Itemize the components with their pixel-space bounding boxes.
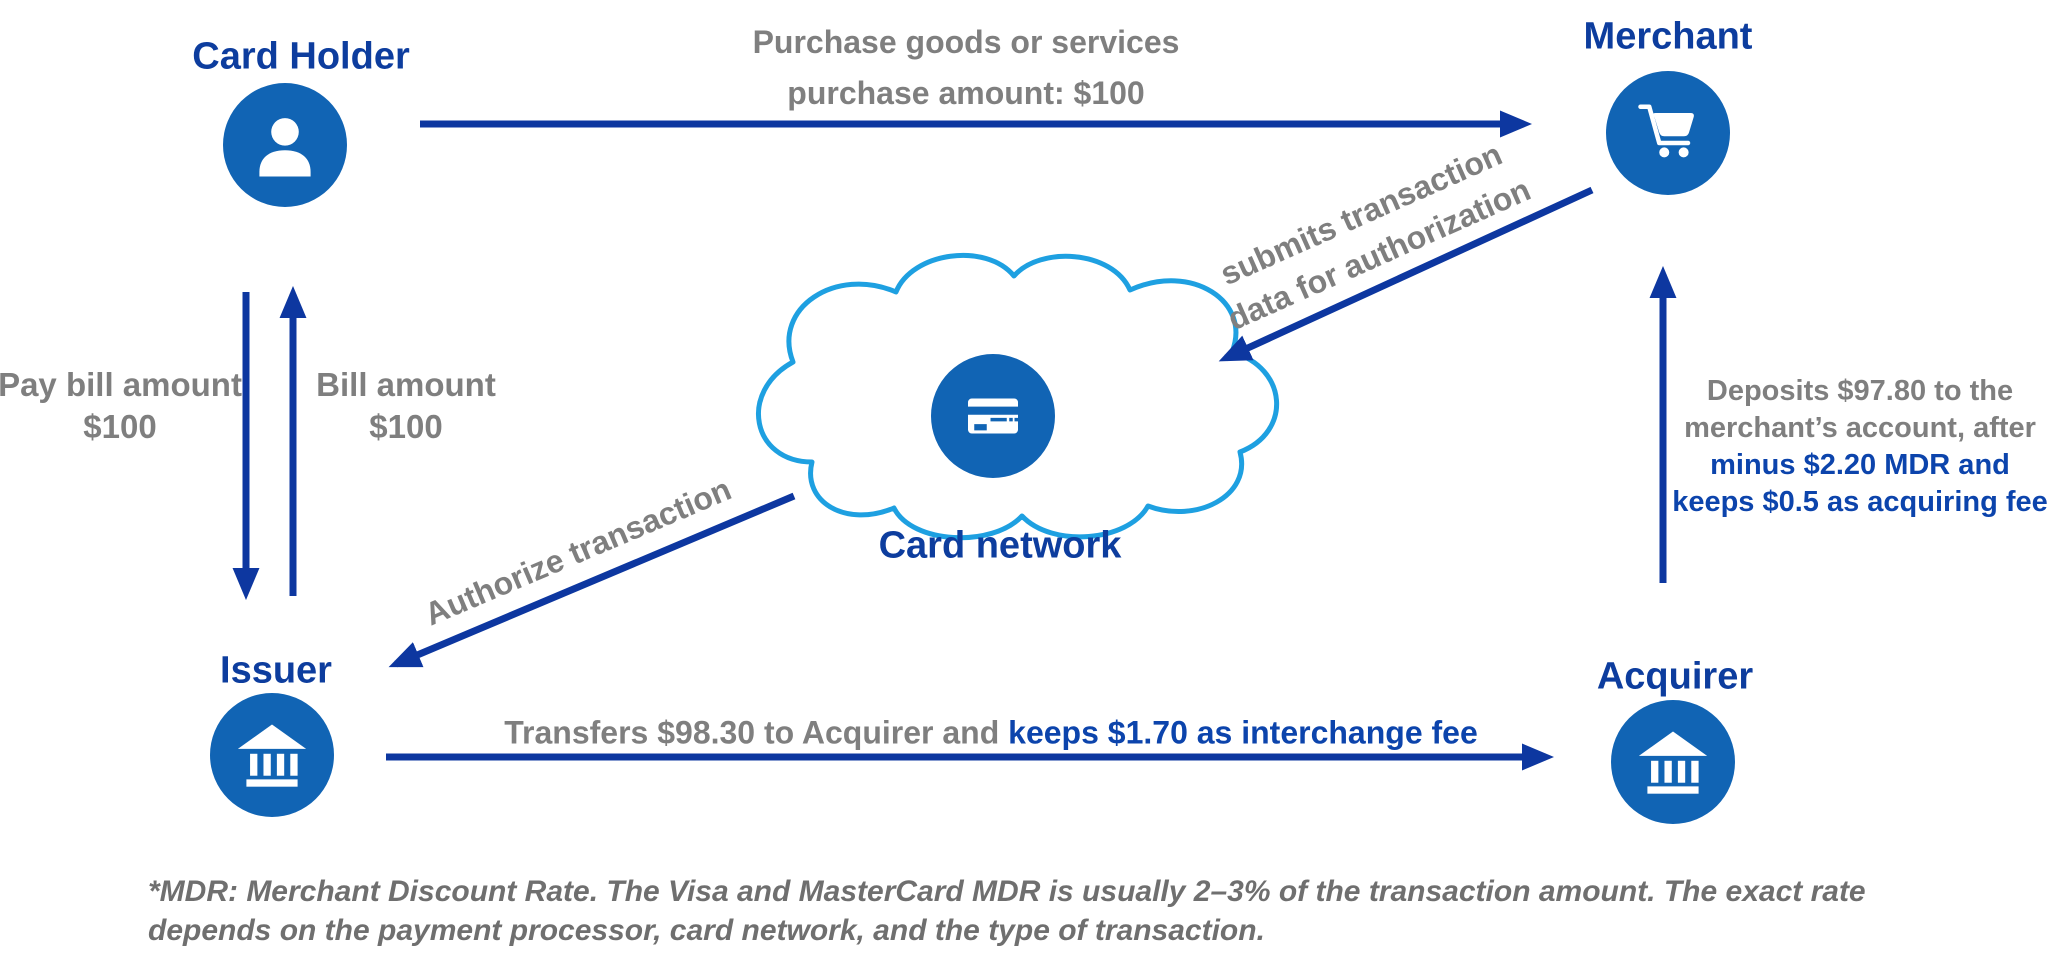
deposit-line1: Deposits $97.80 to the [1706, 375, 2014, 407]
authorize-arrow [388, 492, 796, 668]
pay-bill-annotation: Pay bill amount $100 [0, 364, 242, 448]
issuer-node [210, 693, 334, 817]
bill-line1: Bill amount [316, 366, 496, 403]
acquirer-label: Acquirer [1596, 655, 1754, 698]
card-network-node [931, 354, 1055, 478]
footnote-line1: *MDR: Merchant Discount Rate. The Visa a… [148, 875, 1866, 908]
purchase-line1: Purchase goods or services [752, 24, 1180, 60]
purchase-annotation: Purchase goods or services purchase amou… [753, 17, 1180, 119]
issuer-label: Issuer [220, 649, 332, 692]
bill-line2: $100 [369, 408, 443, 445]
bank-icon [1634, 723, 1712, 801]
merchant-node [1606, 71, 1730, 195]
person-icon [243, 103, 327, 187]
pay-bill-line1: Pay bill amount [0, 366, 242, 403]
merchant-label: Merchant [1583, 15, 1753, 58]
submit-transaction-arrow [1218, 186, 1594, 362]
transfer-annotation: Transfers $98.30 to Acquirer and keeps $… [504, 715, 1478, 752]
mdr-footnote: *MDR: Merchant Discount Rate. The Visa a… [148, 872, 1866, 950]
card-holder-node [223, 83, 347, 207]
footnote-line2: depends on the payment processor, card n… [148, 914, 1265, 947]
bank-icon [233, 716, 311, 794]
deposit-line3: minus $2.20 MDR and [1710, 449, 2010, 481]
credit-card-icon [953, 376, 1033, 456]
pay-bill-line2: $100 [83, 408, 157, 445]
card-network-label: Card network [878, 524, 1122, 567]
purchase-line2: purchase amount: $100 [787, 75, 1145, 111]
deposit-line4: keeps $0.5 as acquiring fee [1672, 486, 2048, 518]
deposit-annotation: Deposits $97.80 to the merchant’s accoun… [1672, 373, 2048, 521]
bill-annotation: Bill amount $100 [316, 364, 496, 448]
card-holder-label: Card Holder [192, 35, 410, 78]
acquirer-node [1611, 700, 1735, 824]
deposit-line2: merchant’s account, after [1684, 412, 2036, 444]
transfer-blue-text: keeps $1.70 as interchange fee [1008, 714, 1478, 751]
shopping-cart-icon [1628, 93, 1708, 173]
transfer-gray-text: Transfers $98.30 to Acquirer and [504, 714, 1009, 751]
